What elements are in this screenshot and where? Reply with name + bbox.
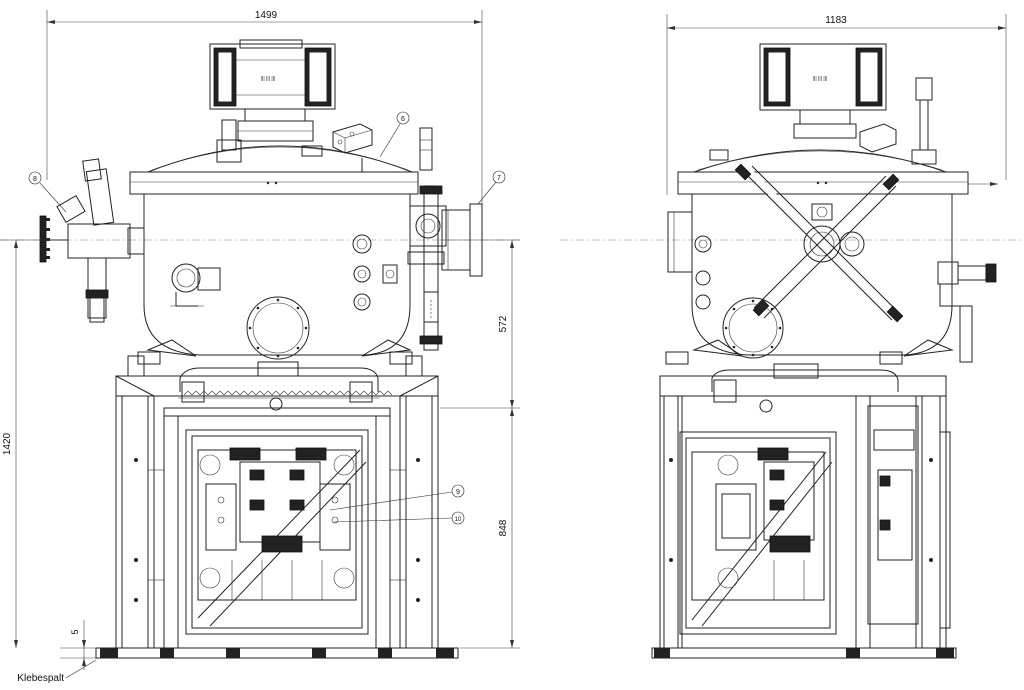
svg-text:10: 10 [455,517,462,523]
callout-9: 9 [329,484,465,511]
svg-text:7: 7 [497,175,501,182]
dim-height-total: 1420 [2,432,13,455]
left-cabinet [185,429,369,635]
dim-right-width: 1183 [666,14,1007,195]
left-view: 1499 ||| ||| ||| [0,10,520,684]
dim-left-width-text: 1499 [255,10,278,21]
callout-7: 7 [477,170,506,205]
right-gauge [937,261,997,363]
left-feet [137,339,413,365]
dim-left-width: 1499 [46,10,483,215]
svg-text:8: 8 [33,176,37,183]
svg-text:||| ||| |||: ||| ||| ||| [813,76,827,82]
left-gauge [170,263,221,307]
right-frame [651,375,957,659]
dim-height-upper: 572 [498,315,509,332]
cross-fitting-right [407,185,447,351]
left-valve-8 [39,158,145,323]
callout-6: 6 [379,111,410,158]
junction-box [332,123,373,154]
dim-left-vertical: 1420 572 848 5 Klebespalt [0,239,520,684]
right-cabinet [679,431,837,635]
left-frame [95,355,459,659]
callout-10: 10 [333,511,465,525]
klebespalt-label: Klebespalt [17,673,64,684]
x-cross-ports [734,163,904,323]
dim-right-width-text: 1183 [825,15,847,26]
top-pump: ||| ||| ||| [209,39,336,163]
dim-height-lower: 848 [498,519,509,536]
dim-gap: 5 [70,629,80,634]
callout-8: 8 [28,171,67,213]
svg-text:6: 6 [401,116,405,123]
right-view: 1183 ||| ||| ||| [560,14,1024,659]
left-spring-plate [178,361,393,411]
top-pump-right: ||| ||| ||| [709,43,937,165]
svg-text:9: 9 [456,489,460,496]
svg-text:||| ||| |||: ||| ||| ||| [261,76,275,82]
